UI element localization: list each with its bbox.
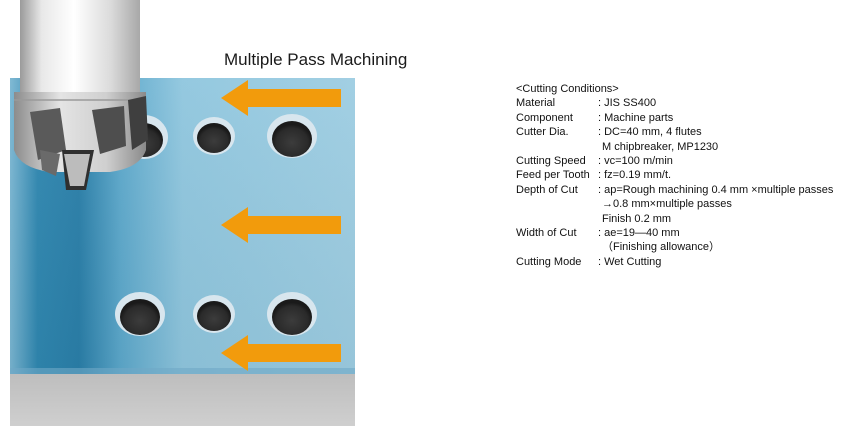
conditions-heading: <Cutting Conditions>: [516, 83, 619, 95]
condition-value: : JIS SS400: [598, 97, 657, 110]
condition-row-cutting-speed: Cutting Speed : vc=100 m/min: [516, 154, 833, 168]
condition-value: : Wet Cutting: [598, 255, 662, 268]
condition-label: Cutting Mode: [516, 255, 582, 268]
condition-label: Cutter Dia.: [516, 126, 569, 139]
milling-cutter: [14, 0, 148, 190]
hole: [193, 117, 235, 155]
condition-value: : vc=100 m/min: [598, 155, 673, 168]
condition-row-cutter-dia: Cutter Dia. : DC=40 mm, 4 flutes: [516, 125, 833, 139]
condition-row-feed-per-tooth: Feed per Tooth : fz=0.19 mm/t.: [516, 168, 833, 182]
cutting-conditions-panel: <Cutting Conditions> Material : JIS SS40…: [516, 82, 833, 269]
condition-value: : DC=40 mm, 4 flutes: [598, 126, 702, 139]
feed-arrow-icon: [221, 80, 341, 116]
hole: [267, 292, 317, 336]
condition-label: Width of Cut: [516, 227, 577, 240]
diagram-title: Multiple Pass Machining: [224, 50, 408, 69]
condition-label: Feed per Tooth: [516, 169, 590, 182]
hole: [193, 295, 235, 333]
hole: [267, 114, 317, 158]
condition-row-component: Component : Machine parts: [516, 111, 833, 125]
condition-label: Depth of Cut: [516, 183, 578, 196]
condition-value: : Machine parts: [598, 111, 674, 124]
hole: [115, 292, 165, 336]
condition-value: : fz=0.19 mm/t.: [598, 169, 672, 182]
condition-label: Component: [516, 111, 573, 124]
base-plate: [10, 372, 355, 426]
condition-row-depth-of-cut: Depth of Cut : ap=Rough machining 0.4 mm…: [516, 183, 833, 197]
feed-arrow-icon: [221, 207, 341, 243]
condition-value: : ae=19—40 mm: [598, 227, 680, 240]
condition-continuation: →0.8 mm×multiple passes: [602, 198, 732, 211]
condition-row-width-of-cut: Width of Cut : ae=19—40 mm: [516, 226, 833, 240]
feed-arrow-icon: [221, 335, 341, 371]
condition-row-material: Material : JIS SS400: [516, 96, 833, 110]
condition-row-cutting-mode: Cutting Mode : Wet Cutting: [516, 255, 833, 269]
condition-label: Cutting Speed: [516, 155, 586, 168]
condition-continuation: M chipbreaker, MP1230: [602, 140, 719, 153]
condition-continuation: （Finishing allowance）: [602, 241, 720, 254]
condition-label: Material: [516, 97, 556, 110]
condition-value: : ap=Rough machining 0.4 mm ×multiple pa…: [598, 183, 834, 196]
condition-continuation: Finish 0.2 mm: [602, 212, 672, 225]
